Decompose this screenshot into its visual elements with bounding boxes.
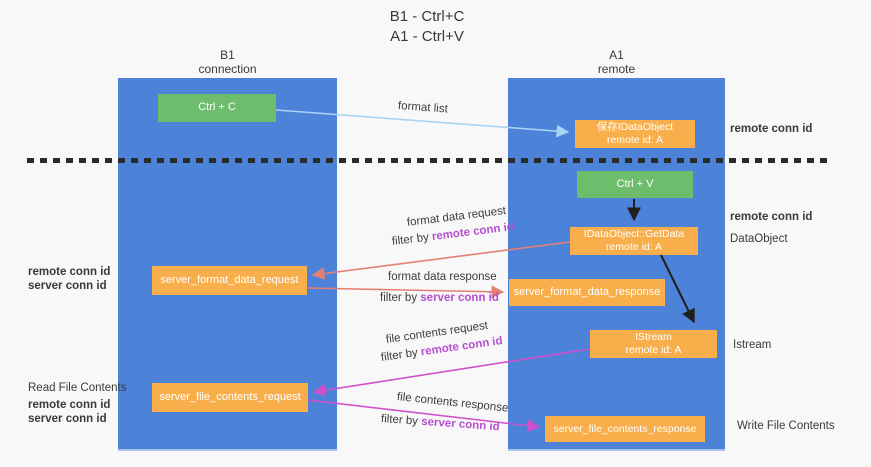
ctrl-v-box: Ctrl + V [577, 171, 693, 198]
file-contents-response-label: file contents response [396, 391, 509, 415]
server-format-data-response-box: server_format_data_response [509, 279, 665, 306]
lane-header-a1: A1 remote [508, 48, 725, 77]
server-file-contents-request-box: server_file_contents_request [152, 383, 308, 412]
save-idataobject-line2: remote id: A [606, 134, 663, 146]
left-server-conn-id-label-2: server conn id [28, 413, 107, 425]
write-file-contents-label: Write File Contents [737, 420, 835, 432]
file-response-filter-label: filter by server conn id [381, 413, 500, 433]
format-list-label: format list [397, 100, 449, 116]
filter-by-text: filter by [380, 346, 419, 364]
lane-a1-title: A1 [609, 48, 624, 62]
read-file-contents-label: Read File Contents [28, 382, 127, 394]
lane-a1-subtitle: remote [597, 61, 636, 76]
istream-line2: remote id: A [625, 344, 682, 356]
server-conn-id-text: server conn id [420, 292, 499, 304]
left-remote-conn-id-label: remote conn id [28, 266, 111, 278]
ctrl-c-box: Ctrl + C [158, 94, 276, 122]
diagram-title: B1 - Ctrl+C A1 - Ctrl+V [327, 7, 527, 46]
getdata-line1: IDataObject::GetData [583, 228, 685, 241]
idataobject-getdata-box: IDataObject::GetData remote id: A [570, 227, 698, 255]
server-format-data-request-box: server_format_data_request [152, 266, 307, 295]
right-remote-conn-id-label-top: remote conn id [730, 123, 813, 135]
format-response-filter-label: filter by server conn id [380, 292, 499, 304]
filter-by-text: filter by [380, 292, 418, 304]
save-idataobject-box: 保存IDataObject remote id: A [575, 120, 695, 148]
save-idataobject-line1: 保存IDataObject [596, 121, 674, 134]
server-conn-id-text: server conn id [420, 415, 501, 434]
lane-header-b1: B1 connection [118, 48, 337, 77]
filter-by-text: filter by [380, 413, 419, 428]
server-file-contents-response-box: server_file_contents_response [545, 416, 705, 442]
getdata-line2: remote id: A [605, 241, 662, 253]
istream-side-label: Istream [733, 339, 772, 351]
filter-by-text: filter by [391, 231, 430, 248]
dataobject-label: DataObject [730, 233, 788, 245]
right-remote-conn-id-label-mid: remote conn id [730, 211, 813, 223]
istream-line1: IStream [635, 331, 672, 344]
istream-box: IStream remote id: A [590, 330, 717, 358]
left-server-conn-id-label: server conn id [28, 280, 107, 292]
lane-b1-title: B1 [220, 48, 235, 62]
left-remote-conn-id-label-2: remote conn id [28, 399, 111, 411]
title-line-2: A1 - Ctrl+V [390, 27, 464, 45]
title-line-1: B1 - Ctrl+C [389, 8, 465, 25]
format-data-response-label: format data response [388, 271, 497, 283]
session-separator-dashed-line [27, 158, 833, 163]
lane-b1-subtitle: connection [198, 61, 257, 76]
